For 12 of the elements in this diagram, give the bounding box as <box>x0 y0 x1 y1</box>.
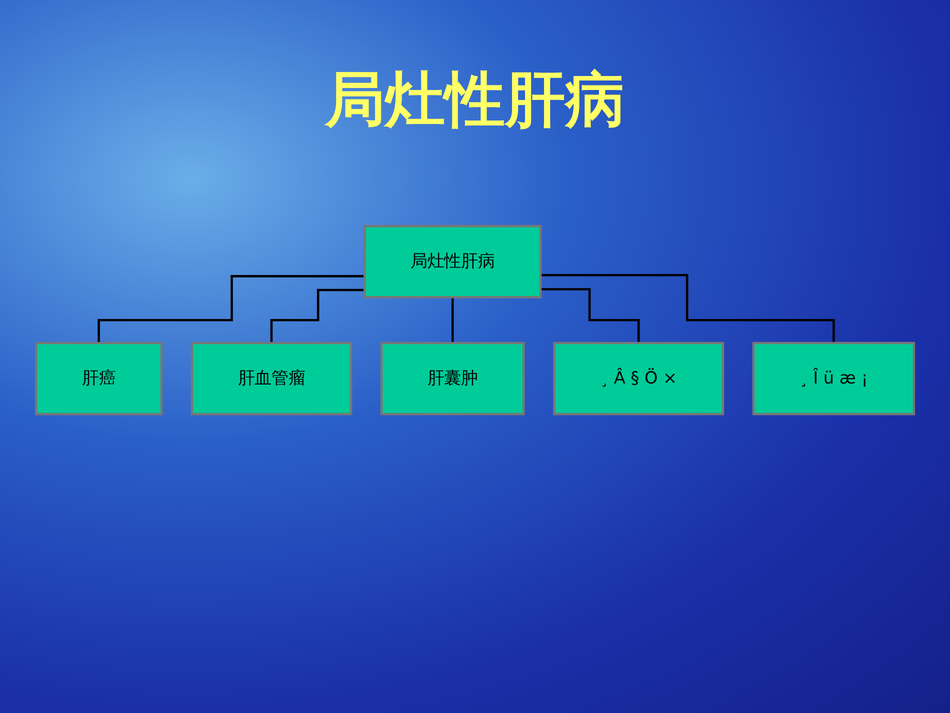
node-box: ¸ Â § Ö × <box>553 342 724 416</box>
connector <box>270 288 365 344</box>
node-box: 肝囊肿 <box>380 342 525 416</box>
node-box: 肝血管瘤 <box>190 342 352 416</box>
connector <box>98 275 365 344</box>
connector <box>540 274 835 344</box>
node-box: 肝癌 <box>34 342 163 416</box>
node-box: 局灶性肝病 <box>364 224 542 298</box>
node-box: ¸ Î ü æ ¡ <box>752 342 916 416</box>
connector <box>540 288 640 344</box>
slide-title: 局灶性肝病 <box>323 64 626 137</box>
connector <box>451 296 454 344</box>
